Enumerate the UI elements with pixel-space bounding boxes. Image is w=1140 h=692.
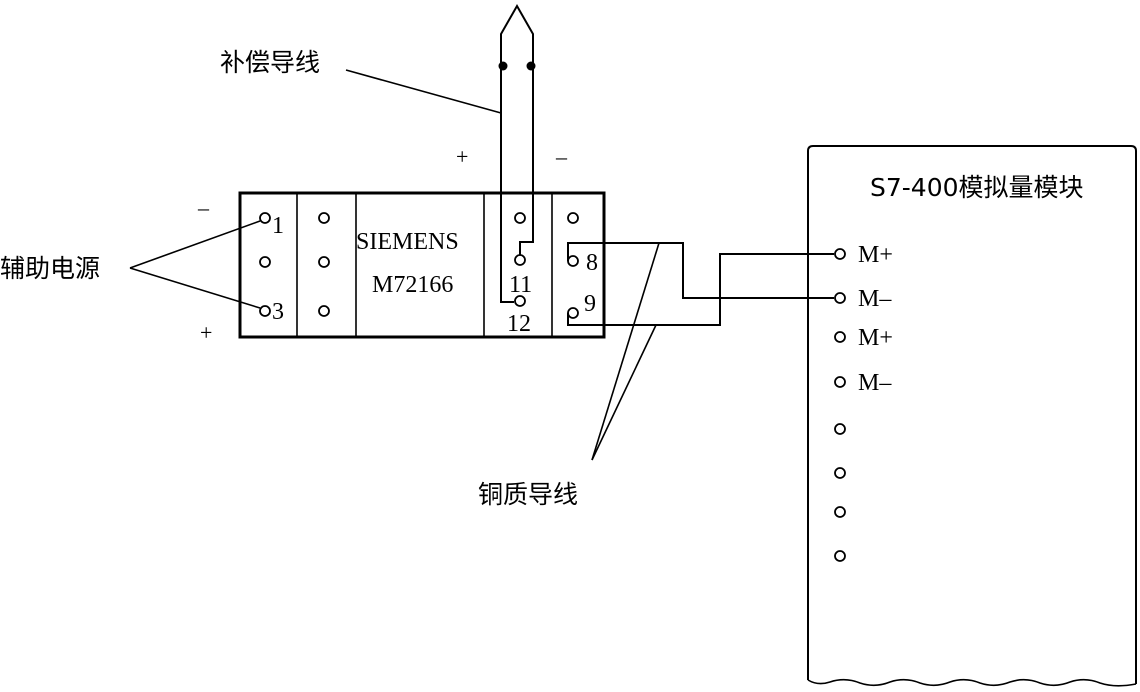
aux-leader-3: [129, 267, 261, 309]
module-terminal-label-4: M–: [858, 370, 892, 396]
terminal-12-label: 12: [507, 311, 531, 337]
compensation-wire-leader: [345, 69, 502, 114]
module-terminal-3: [834, 331, 846, 343]
terminal-col2-mid: [318, 256, 330, 268]
terminal-8-label: 8: [586, 250, 598, 276]
transmitter-model: M72166: [372, 272, 453, 298]
terminal-col2-bottom: [318, 305, 330, 317]
terminal-9: [567, 307, 579, 319]
module-title: S7-400模拟量模块: [870, 173, 1084, 202]
module-terminal-6: [834, 467, 846, 479]
terminal-9-label: 9: [584, 291, 596, 317]
compensation-wire-label: 补偿导线: [220, 48, 320, 77]
transmitter-box: [238, 191, 606, 339]
module-terminal-7: [834, 506, 846, 518]
module-terminal-label-2: M–: [858, 286, 892, 312]
terminal-1: [259, 212, 271, 224]
module-terminal-label-1: M+: [858, 242, 893, 268]
module-terminals: [834, 248, 846, 562]
terminal-2: [259, 256, 271, 268]
terminal-col4-top: [514, 212, 526, 224]
analog-module: [807, 145, 1137, 687]
module-terminal-2: [834, 292, 846, 304]
junction-dot-minus: [526, 61, 536, 71]
terminal-12: [514, 295, 526, 307]
terminal-col2-top: [318, 212, 330, 224]
terminal-8: [567, 255, 579, 267]
transmitter-terminals: [259, 212, 579, 319]
copper-leader-2: [591, 324, 657, 461]
module-terminal-8: [834, 550, 846, 562]
module-terminal-label-3: M+: [858, 325, 893, 351]
module-terminal-5: [834, 423, 846, 435]
terminal-3: [259, 305, 271, 317]
tc-minus-sign: –: [555, 144, 568, 169]
copper-leader-1: [591, 242, 660, 461]
terminal-col5-top: [567, 212, 579, 224]
thermocouple: [498, 3, 536, 303]
aux-plus-sign: +: [200, 320, 212, 345]
copper-wire-label: 铜质导线: [478, 480, 578, 509]
terminal-11-label: 11: [509, 272, 532, 298]
terminal-1-label: 1: [272, 213, 284, 239]
module-terminal-1: [834, 248, 846, 260]
aux-power-label: 辅助电源: [0, 254, 100, 283]
tc-plus-sign: +: [456, 144, 468, 169]
copper-wires: [567, 242, 834, 326]
module-terminal-4: [834, 376, 846, 388]
aux-minus-sign: –: [197, 195, 210, 220]
terminal-11: [514, 254, 526, 266]
junction-dot-plus: [498, 61, 508, 71]
transmitter-brand: SIEMENS: [356, 229, 459, 255]
aux-leader-1: [129, 220, 261, 269]
terminal-3-label: 3: [272, 299, 284, 325]
